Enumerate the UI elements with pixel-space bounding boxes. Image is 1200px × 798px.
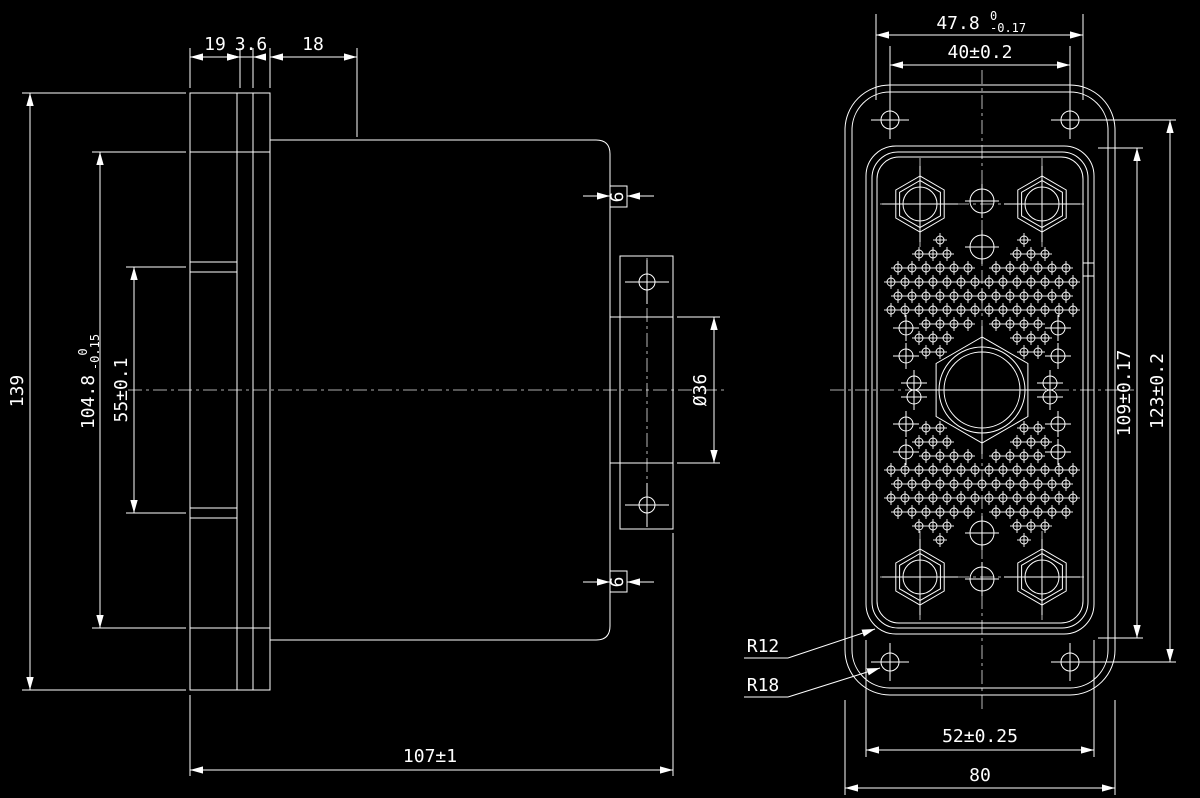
dim-hole-spacing-h [889,46,1071,108]
dim-shell-width-top-label: 47.8 [936,13,979,34]
keyway-top [189,261,238,273]
radius-r12-label: R12 [747,636,780,657]
mounting-lug [619,255,674,530]
dim-overall-length [189,533,674,776]
dim-flange-width-label: 80 [969,765,991,786]
keyway-bottom [189,507,238,519]
dim-overall-height [22,92,186,691]
dim-shell-height-tol-upper: 0 [76,348,90,355]
dimension-labels: 19 3.6 18 139 104.8 0 -0.15 55±0.1 107±1… [7,9,1168,786]
radius-leader-r12 [744,628,876,659]
dim-shell-width-bottom [865,640,1095,757]
dim-hole-spacing-h-label: 40±0.2 [947,42,1012,63]
dim-top-row [189,48,358,137]
dim-overall-height-label: 139 [7,375,28,408]
flange-plate [189,92,271,691]
dim-boss-diameter-label: Ø36 [690,374,711,407]
dim-shell-height-right-label: 109±0.17 [1114,350,1135,437]
dim-flange-width [844,700,1116,795]
dim-shell-width-top-tol-upper: 0 [990,9,997,23]
dim-shell-height-tol-lower: -0.15 [88,334,102,370]
shell-key-notch [1082,262,1095,277]
dim-hole-spacing-v [1082,119,1176,663]
dim-hole-spacing-v-label: 123±0.2 [1147,353,1168,429]
dim-shell-width-top [875,14,1084,100]
left-view-side-profile [189,92,674,691]
dim-shell-width-bottom-label: 52±0.25 [942,726,1018,747]
dim-top-b-label: 3.6 [235,34,268,55]
radius-leader-r18 [744,667,881,698]
dim-shell-width-top-tol-lower: -0.17 [990,21,1026,35]
dim-top-c-label: 18 [302,34,324,55]
dim-tab-bottom-label: 6 [607,577,628,588]
connector-body [269,139,611,641]
dim-shell-height-label: 104.8 [78,375,99,429]
dim-key-spacing-label: 55±0.1 [111,357,132,422]
dim-shell-height-right [1098,147,1143,639]
dim-overall-length-label: 107±1 [403,746,457,767]
centerlines [128,70,1134,710]
dim-tab-top-label: 6 [607,192,628,203]
dim-top-a-label: 19 [204,34,226,55]
dim-shell-height [92,151,186,629]
radius-r18-label: R18 [747,675,780,696]
